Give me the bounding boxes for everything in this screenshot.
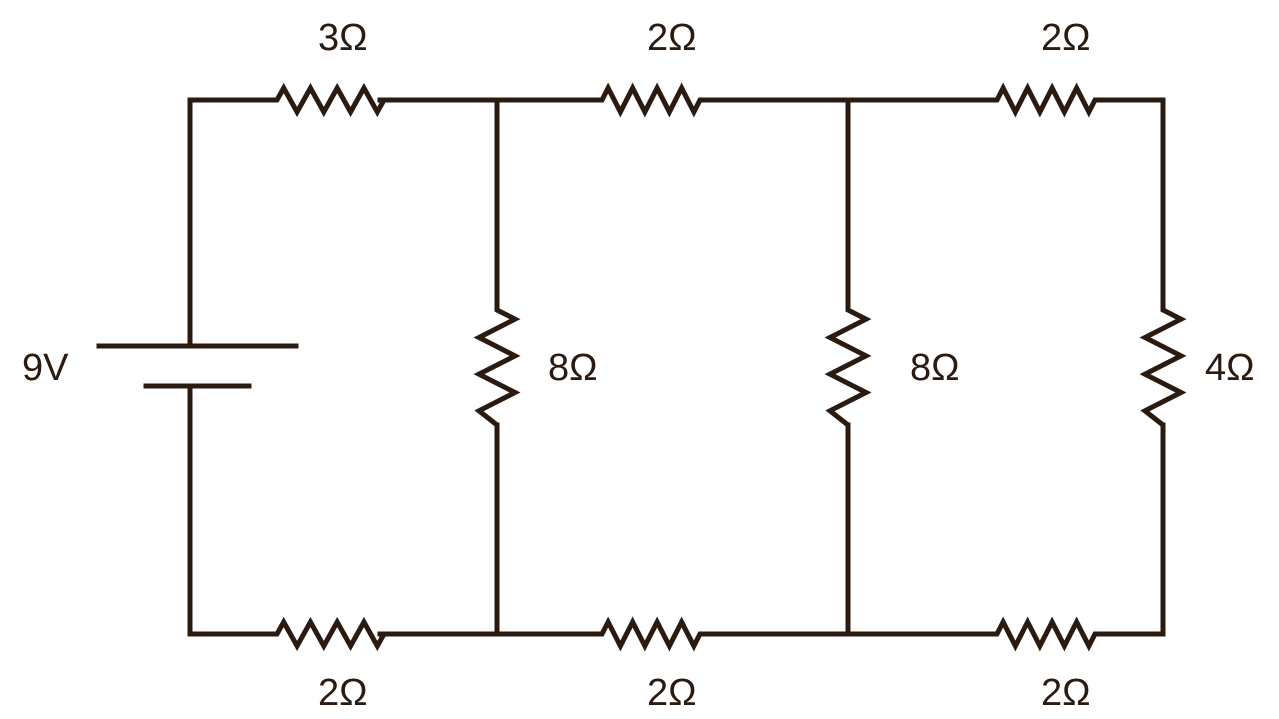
- label-vertical-right: 4Ω: [1205, 347, 1255, 389]
- battery-label: 9V: [22, 347, 69, 389]
- resistor-top-right: [990, 82, 1110, 118]
- battery: [96, 343, 299, 389]
- label-top-middle: 2Ω: [647, 17, 697, 59]
- wires: [187, 97, 1166, 637]
- label-bottom-right: 2Ω: [1041, 672, 1091, 714]
- label-bottom-middle: 2Ω: [647, 672, 697, 714]
- resistor-top-left: [270, 82, 399, 118]
- label-bottom-left: 2Ω: [318, 672, 368, 714]
- resistor-bottom-left: [270, 616, 399, 652]
- resistor-bottom-middle: [595, 616, 715, 652]
- label-top-left: 3Ω: [318, 17, 368, 59]
- label-top-right: 2Ω: [1041, 17, 1091, 59]
- label-vertical-left: 8Ω: [548, 347, 598, 389]
- resistor-top-middle: [595, 82, 715, 118]
- label-vertical-middle: 8Ω: [910, 347, 960, 389]
- resistor-vertical-middle: [824, 282, 872, 458]
- resistor-vertical-right: [1139, 282, 1187, 458]
- resistor-vertical-left: [473, 282, 521, 458]
- wire-bottom: [187, 422, 1166, 637]
- wire-top: [187, 97, 1166, 288]
- resistor-bottom-right: [990, 616, 1110, 652]
- resistors: [270, 82, 1187, 652]
